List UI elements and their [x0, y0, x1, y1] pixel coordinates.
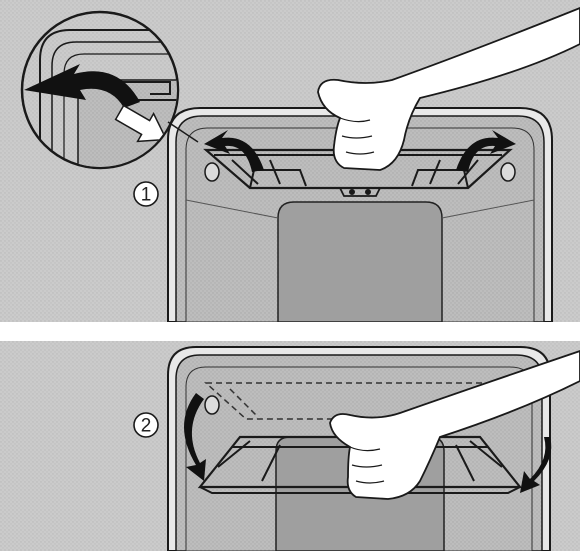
step-2-illustration: 2 [0, 341, 580, 551]
step-2-badge: 2 [134, 413, 158, 437]
step-1-number: 1 [141, 185, 152, 206]
step-2-number: 2 [141, 416, 152, 437]
step-1-panel: 1 [0, 0, 580, 322]
step-2-panel: 2 [0, 341, 580, 551]
rack-support-right [501, 163, 515, 181]
step-1-illustration: 1 [0, 0, 580, 322]
rack-support-left [205, 396, 219, 414]
step-1-badge: 1 [134, 182, 158, 206]
rack-support-left [205, 163, 219, 181]
